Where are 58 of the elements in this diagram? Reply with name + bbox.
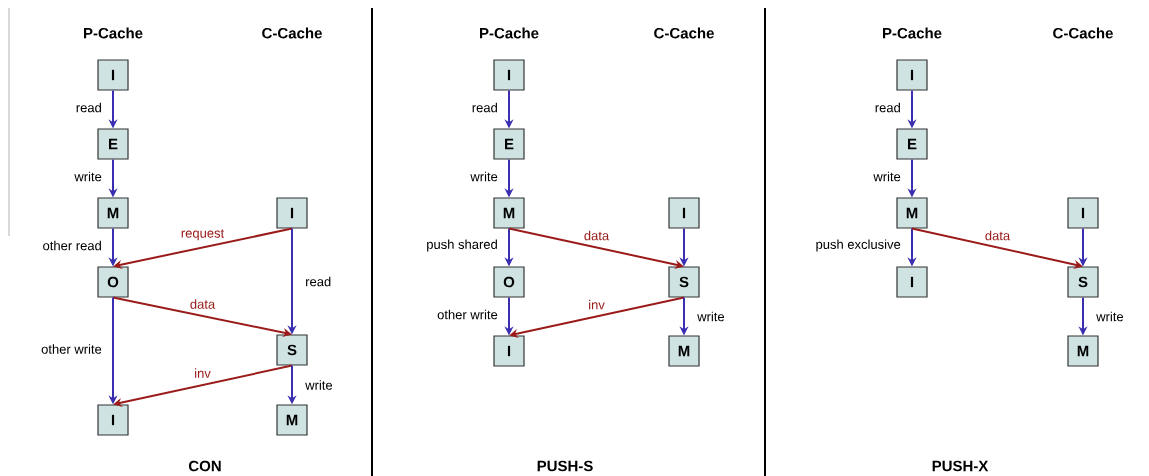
- edge-label: push shared: [427, 239, 497, 252]
- arrow: [509, 296, 685, 338]
- edge-label: read: [875, 102, 900, 113]
- state-box: I: [896, 266, 928, 298]
- edge-label: read: [76, 102, 101, 113]
- state-box: O: [493, 266, 525, 298]
- column-heading: P-Cache: [84, 27, 143, 39]
- state-box: M: [97, 197, 129, 229]
- state-box: M: [668, 335, 700, 367]
- state-box: S: [1067, 266, 1099, 298]
- state-box: O: [97, 266, 129, 298]
- edge-label: data: [985, 230, 1011, 241]
- state-box: E: [493, 128, 525, 160]
- state-box: M: [896, 197, 928, 229]
- state-box: M: [276, 404, 308, 436]
- edge-label: data: [584, 230, 610, 241]
- panel-title: PUSH-S: [537, 460, 593, 472]
- state-box: M: [493, 197, 525, 229]
- edge-label: data: [190, 299, 216, 309]
- column-heading: C-Cache: [262, 27, 322, 39]
- state-box: S: [668, 266, 700, 298]
- edge-label: write: [873, 171, 901, 182]
- state-box: I: [668, 197, 700, 229]
- edge-label: write: [74, 171, 102, 182]
- edge-label: write: [1096, 311, 1124, 322]
- column-heading: C-Cache: [654, 27, 714, 39]
- arrow: [911, 227, 1083, 269]
- arrow: [113, 227, 293, 270]
- state-box: I: [493, 335, 525, 367]
- edge-label: write: [470, 171, 498, 182]
- column-heading: C-Cache: [1053, 27, 1113, 39]
- edge-label: inv: [589, 299, 605, 310]
- column-heading: P-Cache: [883, 27, 942, 39]
- edge-label: request: [181, 229, 225, 241]
- state-box: E: [97, 128, 129, 160]
- state-box: I: [1067, 197, 1099, 229]
- state-box: S: [276, 334, 308, 366]
- state-box: I: [97, 59, 129, 91]
- state-box: I: [97, 404, 129, 436]
- edge-label: write: [697, 311, 725, 322]
- column-heading: P-Cache: [480, 27, 539, 39]
- edge-label: push exclusive: [816, 239, 901, 252]
- state-box: E: [896, 128, 928, 160]
- edge-label: other write: [437, 309, 498, 320]
- edge-label: read: [306, 276, 331, 287]
- state-box: I: [493, 59, 525, 91]
- state-box: I: [276, 197, 308, 229]
- edge-label: other read: [43, 240, 101, 251]
- edge-label: other write: [41, 344, 102, 354]
- panel-title: CON: [188, 460, 221, 472]
- state-box: I: [896, 59, 928, 91]
- edge-label: inv: [195, 368, 211, 378]
- arrow: [113, 364, 293, 407]
- panel-title: PUSH-X: [932, 460, 989, 472]
- edge-label: write: [305, 380, 333, 390]
- state-box: M: [1067, 335, 1099, 367]
- edge-label: read: [472, 102, 497, 113]
- arrow: [508, 227, 684, 269]
